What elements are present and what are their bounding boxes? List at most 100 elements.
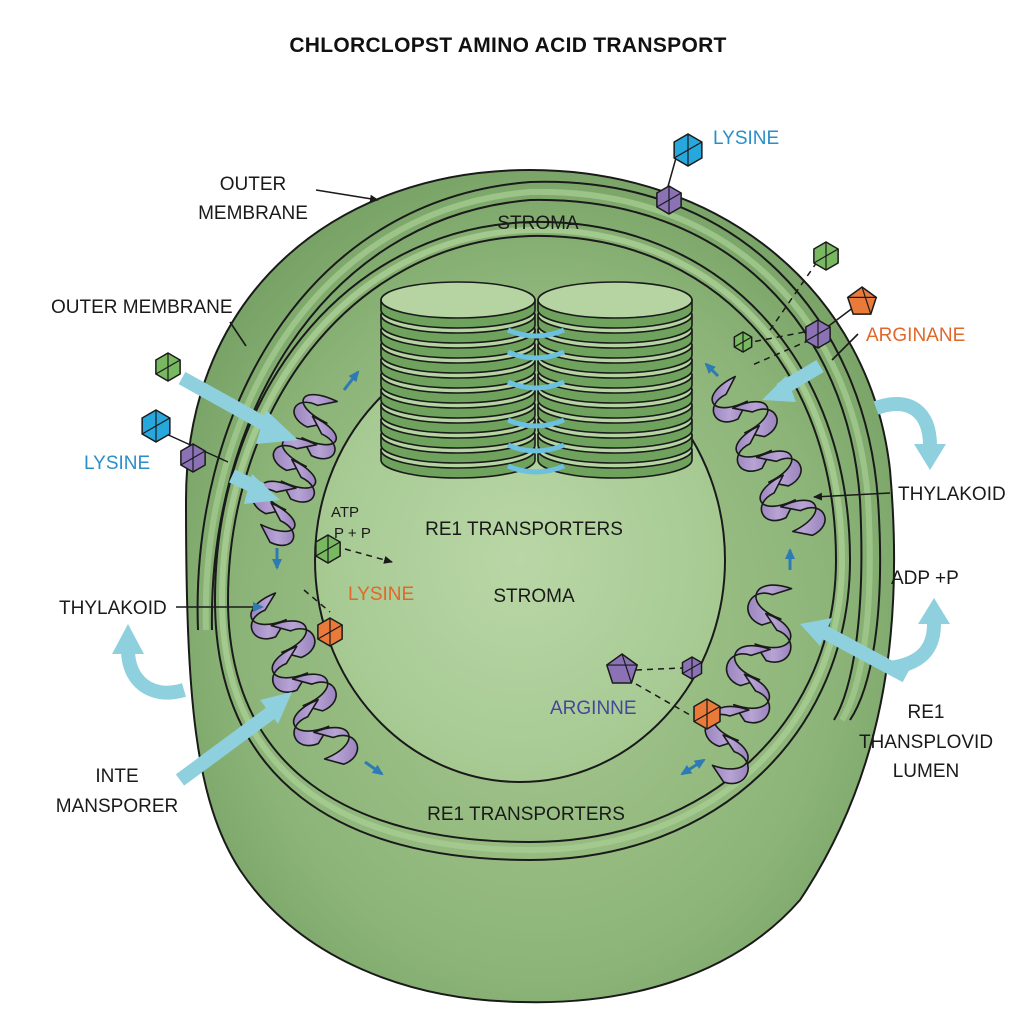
flow-arrow-curve-right-bottom (888, 623, 941, 675)
flow-arrow-left-1 (178, 371, 276, 435)
flow-arrows (112, 359, 950, 786)
pointer-arginane (831, 333, 859, 361)
label-re1-transporters-center: RE1 TRANSPORTERS (425, 519, 623, 540)
flow-arrow-left-2-head (244, 474, 280, 504)
label-lysine-top-right: LYSINE (713, 128, 779, 149)
dash-arginne-1 (635, 667, 683, 671)
flow-arrow-curve-right-top-head (914, 444, 946, 470)
label-outer-membrane-top-1: OUTER (220, 174, 287, 195)
label-lumen: LUMEN (893, 761, 960, 782)
label-lysine-left: LYSINE (84, 453, 150, 474)
helix-ribbon (780, 499, 826, 537)
amino-acid-molecules (141, 133, 878, 730)
arginine-molecule-top (846, 286, 878, 315)
helix-ribbon (756, 450, 802, 487)
flow-arrow-inte-head (260, 692, 292, 724)
granum-right (537, 281, 693, 479)
label-thansplovid: THANSPLOVID (859, 732, 993, 753)
stroma-lamella (507, 327, 565, 339)
lysine-molecule-left (141, 409, 171, 443)
arginne-molecule-small (681, 656, 703, 680)
flow-arrow-curve-right-bottom-head (918, 598, 950, 624)
label-lysine-center: LYSINE (348, 584, 414, 605)
outer-membrane-line (196, 180, 882, 721)
dash-green-top (769, 261, 818, 331)
label-thylakoid-right: THYLAKOID (898, 484, 1006, 505)
inner-membrane-line (210, 198, 863, 721)
transport-helices (250, 375, 826, 785)
inner-envelope-band (218, 226, 846, 854)
flow-arrow-curve-right-top (873, 397, 937, 447)
small-arrow-upper-right (704, 362, 720, 378)
label-inte: INTE (95, 766, 138, 787)
lysine-molecule-top-right (673, 133, 703, 167)
bond-line (666, 157, 677, 191)
labels: OUTER MEMBRANE OUTER MEMBRANE LYSINE LYS… (51, 128, 1006, 825)
pointer-outer-membrane-left (229, 321, 247, 347)
label-outer-membrane-left: OUTER MEMBRANE (51, 297, 233, 318)
helix-upper-right (711, 375, 826, 537)
small-arrow-double (680, 758, 706, 776)
carrier-molecule-left (180, 443, 206, 473)
flow-arrow-lumen-head (800, 618, 832, 646)
helix-lower-right (704, 584, 793, 785)
arginine-molecule-bottom (693, 698, 721, 730)
helix-ribbon (259, 502, 296, 547)
label-re1-transporters-bottom: RE1 TRANSPORTERS (427, 804, 625, 825)
helix-ribbon (735, 425, 772, 472)
flow-arrow-inte (175, 706, 277, 786)
green-molecule-top-right (813, 241, 839, 271)
label-arginane: ARGINANE (866, 325, 965, 346)
label-stroma-top: STROMA (497, 213, 579, 234)
dash-lysine-orange (303, 589, 331, 613)
stroma-lamella (507, 442, 565, 454)
grana-stacks (380, 281, 693, 479)
helix-ribbon (280, 458, 317, 503)
flow-arrow-left-1-head (256, 410, 298, 444)
stroma-lamella (507, 417, 565, 429)
helix-lower-left (250, 592, 359, 765)
membrane-carrier-right (805, 319, 831, 349)
label-re1: RE1 (908, 702, 945, 723)
helix-ribbon (291, 673, 337, 712)
helix-ribbon (293, 393, 339, 428)
label-arginne: ARGINNE (550, 698, 637, 719)
helix-ribbon (711, 375, 748, 423)
thylakoid-disc (537, 281, 693, 319)
dashed-connectors (303, 261, 818, 716)
label-atp: ATP (331, 504, 359, 521)
lysine-molecule-center (317, 617, 343, 647)
atp-molecule (315, 534, 341, 564)
helix-ribbon (270, 620, 316, 659)
flow-arrow-curve-left (121, 649, 186, 700)
helix-ribbon (313, 726, 359, 765)
pointer-thylakoid-right (813, 492, 891, 501)
small-arrow-up-right (342, 370, 360, 391)
label-outer-membrane-top-2: MEMBRANE (198, 203, 308, 224)
membrane-carrier-top (656, 185, 682, 215)
helix-upper-left (252, 393, 339, 547)
thylakoid-disc (380, 281, 536, 319)
outer-membrane-line-2 (202, 188, 873, 722)
stroma-lamella (507, 349, 565, 361)
small-arrows (272, 362, 795, 776)
label-thylakoid-left: THYLAKOID (59, 598, 167, 619)
inner-envelope (213, 220, 852, 862)
dash-atp (344, 548, 393, 564)
helix-ribbon (711, 734, 749, 785)
pointer-outer-membrane-top (315, 189, 379, 203)
label-p-plus-p: P + P (334, 525, 371, 542)
green-molecule-left (155, 352, 181, 382)
arginne-molecule-large (605, 653, 639, 684)
flow-arrow-arginane-head (762, 376, 796, 402)
green-molecule-small-right (733, 331, 753, 353)
label-mansporer: MANSPORER (56, 796, 178, 817)
diagram-title: CHLORCLOPST AMINO ACID TRANSPORT (289, 34, 726, 57)
granum-left (380, 281, 536, 479)
helix-ribbon (759, 474, 796, 522)
small-arrow-down-right (364, 760, 384, 776)
flow-arrow-curve-left-head (112, 624, 144, 654)
label-adp-p: ADP +P (891, 568, 959, 589)
stroma-lamella (507, 463, 565, 475)
